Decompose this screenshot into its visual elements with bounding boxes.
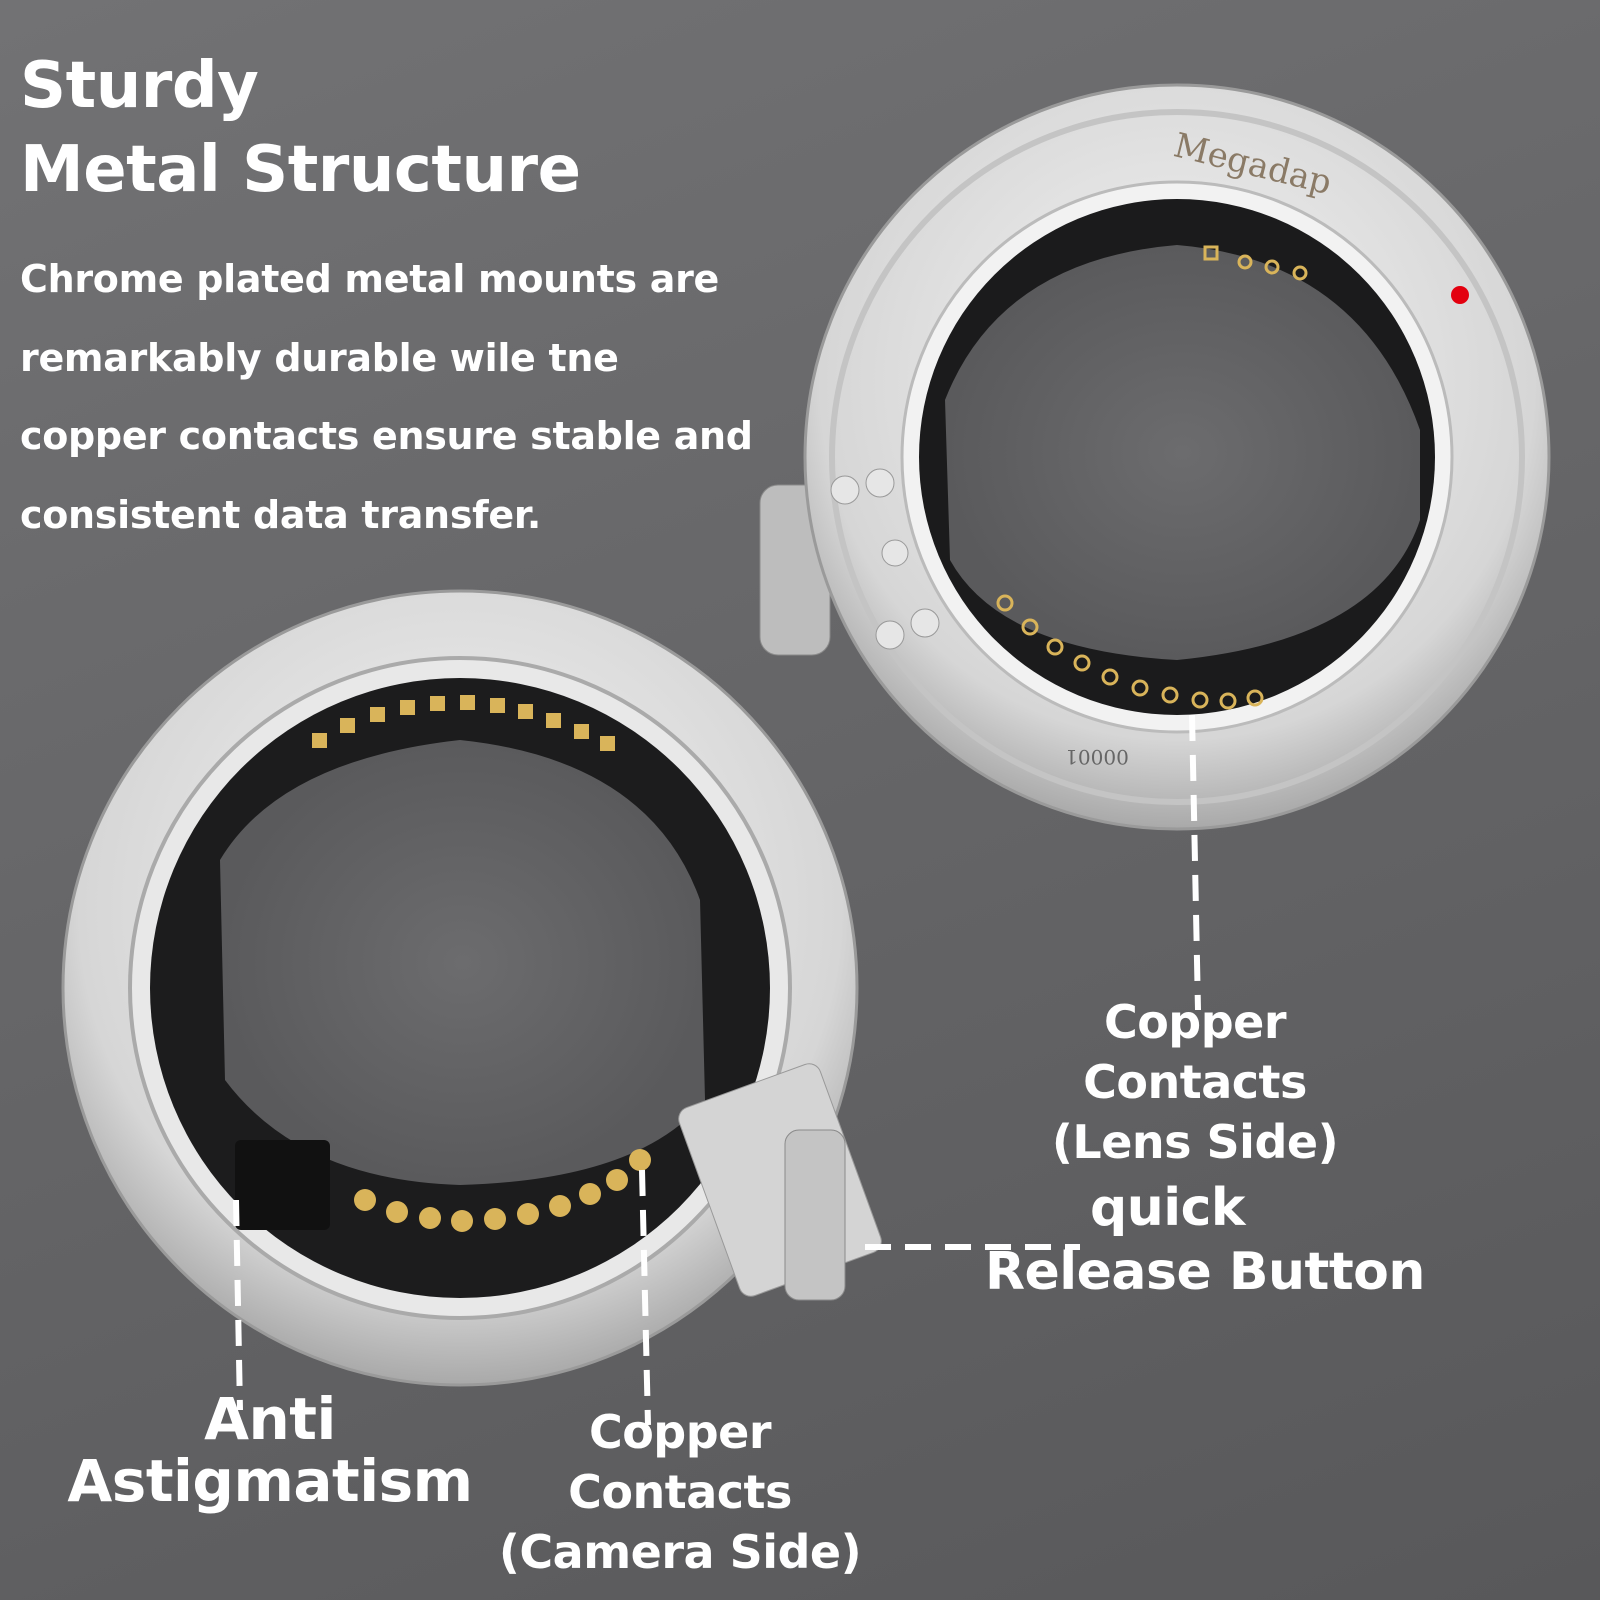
leader-lens-contacts	[1189, 714, 1201, 1011]
description-line: Chrome plated metal mounts are	[20, 257, 720, 301]
callout-line: Release Button	[985, 1242, 1425, 1302]
camera-side-contacts	[312, 695, 651, 1232]
callout-anti-astigmatism: Anti Astigmatism	[60, 1388, 480, 1512]
callout-line: Copper Contacts	[568, 1405, 792, 1519]
callout-release-button: quick Release Button	[985, 1176, 1445, 1304]
title-line-1: Sturdy	[20, 49, 259, 123]
page-title: Sturdy Metal Structure	[20, 44, 581, 212]
title-line-2: Metal Structure	[20, 133, 581, 207]
callout-lens-side-contacts: Copper Contacts (Lens Side)	[990, 992, 1400, 1172]
callout-line: (Lens Side)	[1051, 1115, 1339, 1169]
description-line: copper contacts ensure stable and	[20, 414, 753, 458]
adapter-lens-side: Megadap 00001	[759, 83, 1551, 831]
leader-anti-astigmatism	[233, 1199, 243, 1411]
lens-side-contacts	[996, 245, 1308, 710]
description-line: remarkably durable wile tne	[20, 335, 619, 380]
leader-camera-contacts	[639, 1169, 651, 1426]
anti-astigmatism-pad	[235, 1140, 330, 1230]
callout-camera-side-contacts: Copper Contacts (Camera Side)	[470, 1402, 890, 1582]
callout-line: Anti	[204, 1385, 336, 1453]
serial-engraving: 00001	[1065, 745, 1129, 769]
description: Chrome plated metal mounts are remarkabl…	[20, 240, 820, 554]
callout-line: Astigmatism	[67, 1447, 473, 1515]
quick-release-button	[784, 1129, 846, 1301]
callout-line: (Camera Side)	[498, 1525, 862, 1579]
adapter-camera-side	[61, 589, 882, 1387]
index-dot	[1451, 286, 1469, 304]
description-line: consistent data transfer.	[20, 492, 541, 537]
callout-line: Copper Contacts	[1083, 995, 1307, 1109]
callout-line: quick	[1090, 1178, 1245, 1238]
